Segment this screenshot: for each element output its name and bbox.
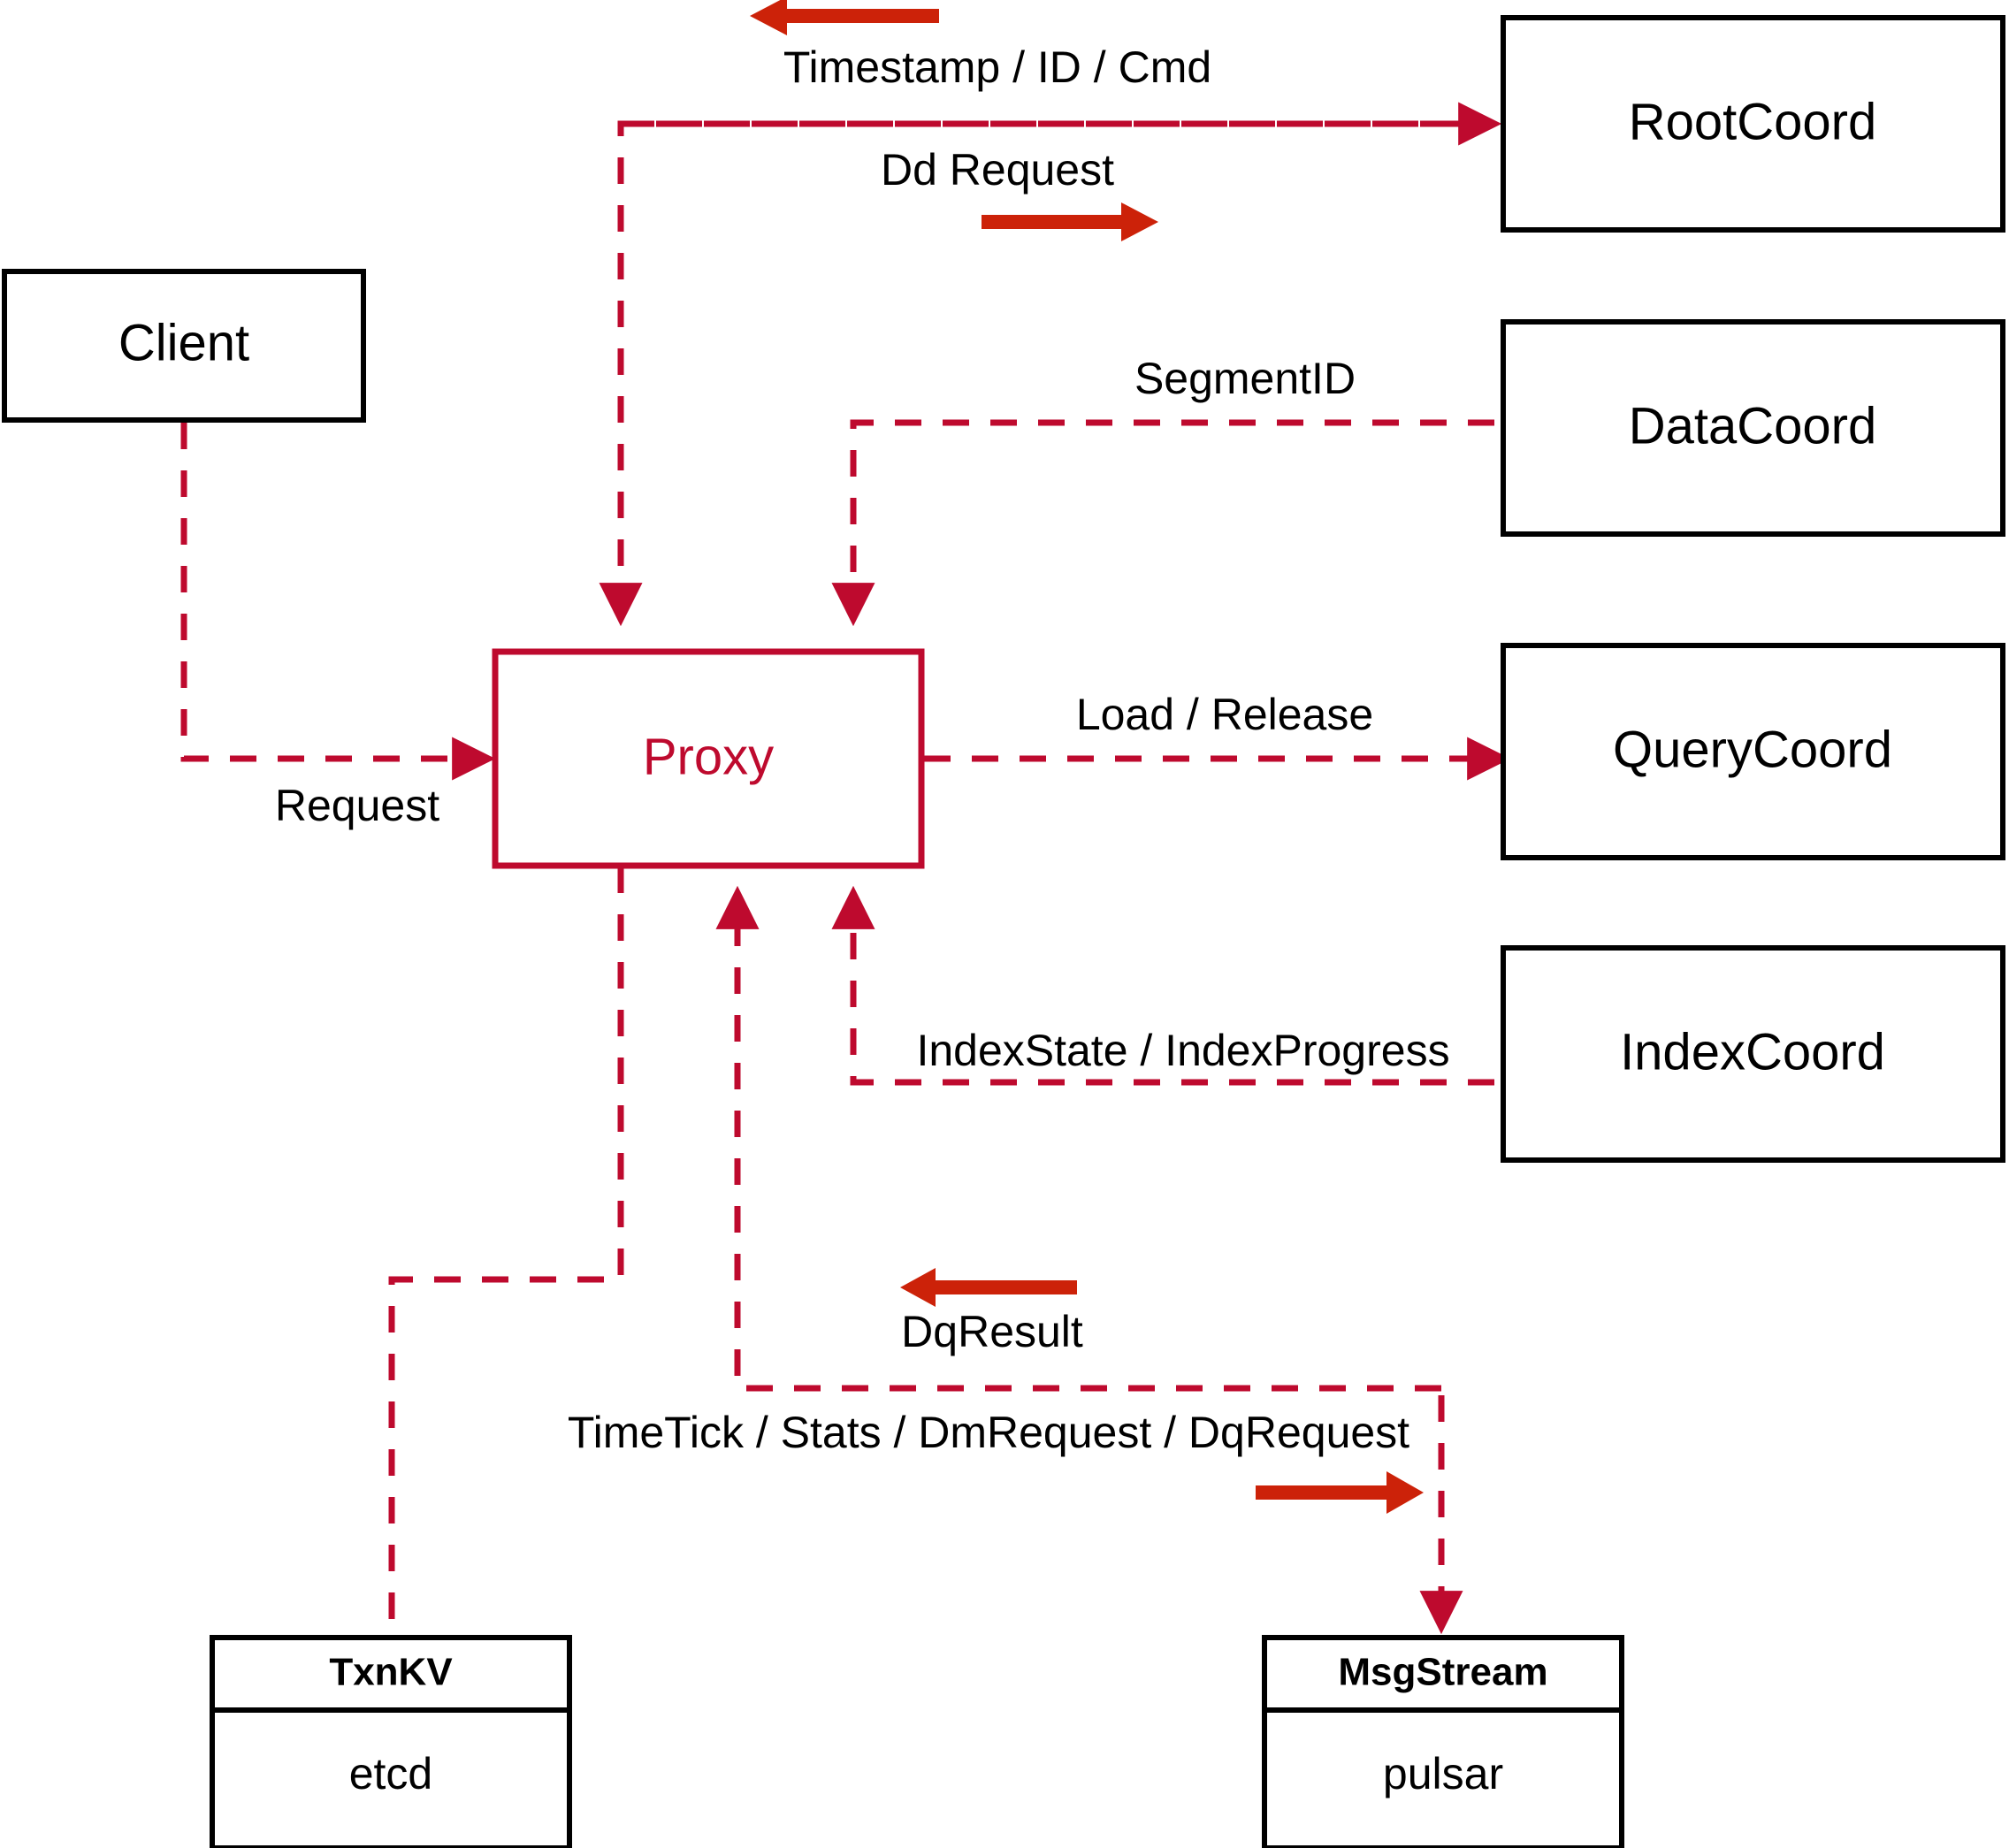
- node-datacoord[interactable]: DataCoord: [1501, 319, 2005, 537]
- edge-label-segment-id: SegmentID: [1134, 354, 1356, 403]
- node-msgstream-impl: pulsar: [1383, 1749, 1503, 1798]
- edge-msgstream-to-proxy: [715, 885, 1441, 1392]
- node-querycoord-label: QueryCoord: [1613, 721, 1892, 778]
- edge-client-to-proxy: [180, 423, 496, 781]
- node-querycoord[interactable]: QueryCoord: [1501, 643, 2005, 860]
- edge-label-timetick-stats: TimeTick / Stats / DmRequest / DqRequest: [568, 1408, 1409, 1457]
- direction-arrow-timetick-right: [1256, 1471, 1424, 1514]
- edge-datacoord-to-proxy: [831, 419, 1494, 627]
- direction-arrow-timestamp-left: [750, 0, 939, 35]
- node-proxy-label: Proxy: [643, 728, 774, 785]
- edge-label-dd-request: Dd Request: [881, 145, 1114, 195]
- node-msgstream[interactable]: MsgStream pulsar: [1262, 1635, 1624, 1848]
- edge-label-dq-result: DqResult: [901, 1307, 1083, 1356]
- edge-indexcoord-to-proxy: [831, 885, 1494, 1086]
- node-txnkv[interactable]: TxnKV etcd: [210, 1635, 572, 1848]
- direction-arrow-dqresult-left: [900, 1268, 1077, 1307]
- node-proxy[interactable]: Proxy: [492, 648, 925, 869]
- node-txnkv-title: TxnKV: [329, 1651, 453, 1694]
- node-indexcoord-label: IndexCoord: [1620, 1023, 1885, 1081]
- node-rootcoord-label: RootCoord: [1629, 93, 1876, 150]
- edge-label-request: Request: [275, 781, 439, 830]
- node-msgstream-title: MsgStream: [1338, 1651, 1547, 1694]
- edge-label-index-state: IndexState / IndexProgress: [916, 1026, 1449, 1075]
- edge-rootcoord-to-proxy: [599, 120, 1494, 627]
- node-datacoord-label: DataCoord: [1629, 397, 1876, 454]
- node-client-label: Client: [118, 314, 249, 371]
- node-indexcoord[interactable]: IndexCoord: [1501, 945, 2005, 1163]
- edge-label-load-release: Load / Release: [1076, 690, 1373, 739]
- edge-label-timestamp-id-cmd: Timestamp / ID / Cmd: [783, 42, 1211, 92]
- node-txnkv-impl: etcd: [349, 1749, 433, 1798]
- edge-proxy-to-txnkv: [388, 867, 624, 1638]
- direction-arrow-dd-request-right: [982, 202, 1158, 241]
- node-client[interactable]: Client: [2, 269, 366, 423]
- node-rootcoord[interactable]: RootCoord: [1501, 15, 2005, 233]
